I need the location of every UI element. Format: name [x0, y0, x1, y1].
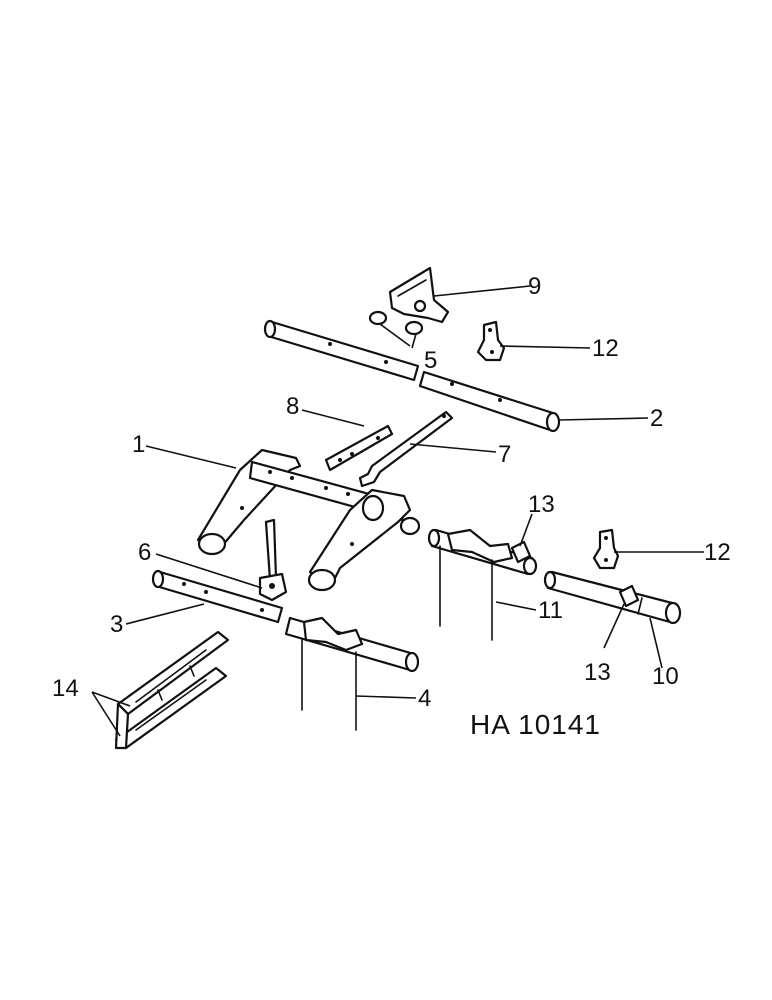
part-9-bracket: [388, 266, 450, 324]
part-12-clamp-lower: [592, 528, 620, 570]
part-14-rail-plates: [114, 630, 230, 750]
callout-6: 6: [138, 539, 151, 566]
callout-3: 3: [110, 611, 123, 638]
callout-7: 7: [498, 441, 511, 468]
callout-1: 1: [132, 431, 145, 458]
callout-9: 9: [528, 273, 541, 300]
part-10-short-tube: [543, 570, 682, 625]
part-1-main-frame: [196, 448, 421, 592]
callout-12-upper: 12: [592, 335, 619, 362]
part-3-lower-tube: [151, 569, 284, 624]
callout-5: 5: [424, 347, 437, 374]
callout-14: 14: [52, 675, 79, 702]
figure-reference: HA 10141: [470, 709, 601, 740]
callout-10: 10: [652, 663, 679, 690]
part-7-bent-strap: [358, 410, 454, 488]
callout-4: 4: [418, 685, 431, 712]
part-5-bushings: [368, 310, 424, 336]
callout-11: 11: [538, 597, 563, 624]
callout-12-lower: 12: [704, 539, 731, 566]
part-6-clevis: [258, 518, 288, 602]
leader-lines: [91, 285, 704, 737]
part-13-collar-lower: [618, 584, 640, 608]
callout-2: 2: [650, 405, 663, 432]
callout-13-lower: 13: [584, 659, 611, 686]
callout-13-upper: 13: [528, 491, 555, 518]
part-8-strap: [324, 424, 394, 472]
part-11-tube-with-hangers: [427, 528, 538, 641]
part-4-tube-with-hangers: [284, 616, 420, 731]
callout-8: 8: [286, 393, 299, 420]
part-2-upper-tube: [263, 319, 561, 433]
part-12-clamp-upper: [476, 320, 506, 362]
